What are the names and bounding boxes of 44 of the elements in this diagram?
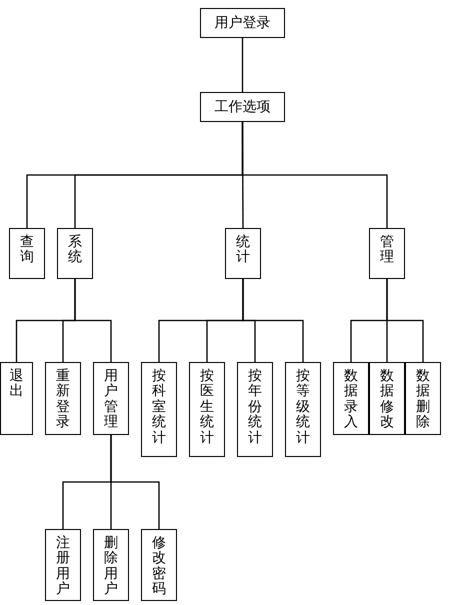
- box-label: 管理: [380, 235, 394, 266]
- process-box: [0, 362, 33, 435]
- process-box: [9, 228, 45, 279]
- process-box: [225, 228, 261, 279]
- connector-line: [242, 122, 388, 228]
- process-box: [200, 92, 285, 122]
- process-box: [285, 362, 321, 457]
- box-label: 查询: [20, 235, 34, 266]
- box-label: 重新登录: [56, 369, 70, 431]
- box-label: 数据修改: [380, 369, 394, 431]
- box-label: 修改密码: [152, 536, 166, 598]
- box-label: 按等级统计: [296, 369, 310, 446]
- box-label: 退出: [10, 369, 24, 400]
- process-box: [405, 362, 441, 435]
- process-box: [237, 362, 273, 457]
- box-label: 注册用户: [56, 536, 70, 598]
- process-box: [45, 362, 81, 435]
- process-box: [141, 362, 177, 457]
- process-box: [141, 529, 177, 601]
- connector-line: [74, 279, 112, 362]
- box-label: 删除用户: [104, 536, 118, 598]
- process-box: [369, 228, 405, 279]
- process-box: [189, 362, 225, 457]
- box-label: 按年份统计: [248, 369, 262, 446]
- process-box: [45, 529, 81, 601]
- box-label: 工作选项: [214, 98, 270, 116]
- box-label: 按科室统计: [152, 369, 166, 446]
- box-label: 统计: [236, 235, 250, 266]
- process-box: [369, 362, 405, 435]
- process-box: [93, 362, 129, 435]
- process-box: [333, 362, 369, 435]
- box-label: 数据删除: [416, 369, 430, 431]
- connector-line: [110, 435, 160, 529]
- box-label: 数据录入: [344, 369, 358, 431]
- process-box: [93, 529, 129, 601]
- process-box: [57, 228, 93, 279]
- connector-line: [386, 279, 424, 362]
- box-label: 用户登录: [214, 14, 270, 32]
- connector-line: [242, 279, 304, 362]
- process-box: [200, 8, 285, 38]
- connector-line: [242, 38, 244, 92]
- box-label: 按医生统计: [200, 369, 214, 446]
- box-label: 系统: [68, 235, 82, 266]
- box-label: 用户管理: [104, 369, 118, 431]
